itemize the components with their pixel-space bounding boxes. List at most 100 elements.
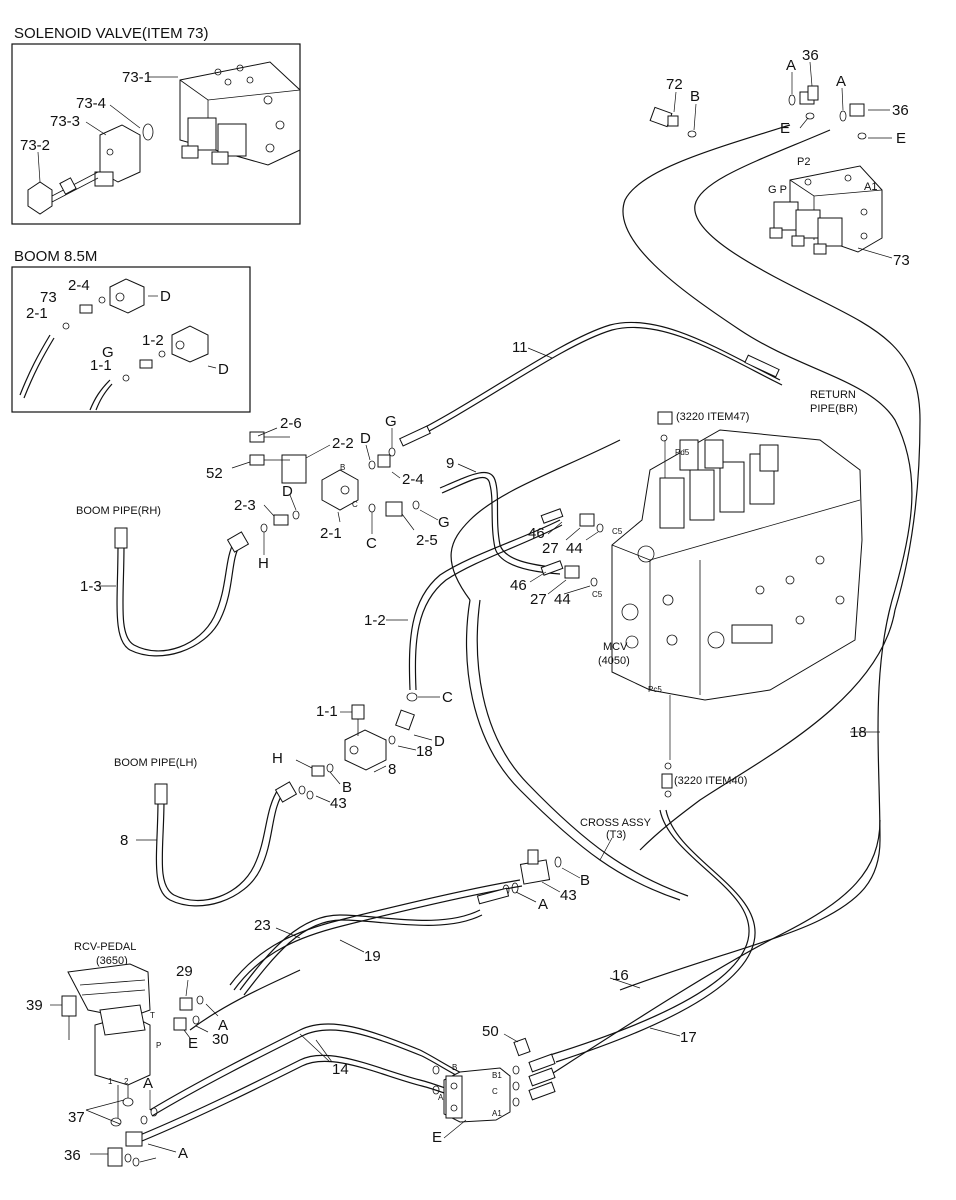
callout-8-lower: 8 bbox=[120, 832, 128, 849]
port-p-pedal: P bbox=[156, 1041, 161, 1050]
callout-9: 9 bbox=[446, 455, 454, 472]
port-b-block21: B bbox=[340, 463, 345, 472]
ref-3220-item47: (3220 ITEM47) bbox=[676, 411, 749, 423]
top-fittings: 72 B A 36 A 36 E E bbox=[649, 47, 909, 147]
port-pc5: Pc5 bbox=[648, 685, 662, 694]
port-a1-block6: A1 bbox=[492, 1109, 502, 1118]
hose-routing bbox=[116, 124, 921, 1142]
block-6: B A B1 C A1 E bbox=[432, 1053, 556, 1146]
port-gp: G P bbox=[768, 184, 787, 196]
callout-36-top-left: 36 bbox=[802, 47, 819, 64]
callout-d-2-2: D bbox=[360, 430, 371, 447]
callout-d-1-2: B bbox=[342, 779, 352, 796]
callout-23: 23 bbox=[254, 917, 271, 934]
callout-27-upper: 27 bbox=[542, 540, 559, 557]
callout-b-cross: B bbox=[580, 872, 590, 889]
callout-1-1-main: 8 bbox=[388, 761, 396, 778]
callout-2-1-main: 2-1 bbox=[320, 525, 342, 542]
port-b1-block6: B1 bbox=[492, 1071, 502, 1080]
callout-36-bottom: A bbox=[178, 1145, 188, 1162]
port-c-block6: C bbox=[492, 1087, 498, 1096]
callout-e-pedal: E bbox=[188, 1035, 198, 1052]
callout-a-cross: A bbox=[538, 896, 548, 913]
mcv-control-valve: Pd5 C5 C5 Pc5 MCV (4050) bbox=[592, 429, 863, 701]
mcv-references: (3220 ITEM47) (3220 ITEM40) bbox=[657, 411, 749, 798]
solenoid-inset-title: SOLENOID VALVE(ITEM 73) bbox=[14, 25, 209, 42]
callout-44-upper: 44 bbox=[566, 540, 583, 557]
callout-50: 50 bbox=[482, 1023, 499, 1040]
callout-1-3: D bbox=[434, 733, 445, 750]
port-b-block6: B bbox=[452, 1063, 457, 1072]
callout-b-top: B bbox=[690, 88, 700, 105]
callout-46-upper: 46 bbox=[528, 525, 545, 542]
callout-e-top-left: E bbox=[780, 120, 790, 137]
callout-73-4: 73-4 bbox=[76, 95, 106, 112]
callout-47: 1-1 bbox=[316, 703, 338, 720]
callout-2-2: 2-2 bbox=[332, 435, 354, 452]
ref-3220-item40: (3220 ITEM40) bbox=[674, 775, 747, 787]
boom-pipe-rh-label: BOOM PIPE(RH) bbox=[76, 505, 161, 517]
mcv-label: MCV bbox=[603, 641, 628, 653]
callout-c-2-5: C bbox=[366, 535, 377, 552]
cross-assy-number: (T3) bbox=[606, 829, 626, 841]
rcv-pedal-label: RCV-PEDAL bbox=[74, 941, 136, 953]
callout-16: 16 bbox=[612, 967, 629, 984]
cross-assy-43: CROSS ASSY (T3) B 43 A bbox=[476, 817, 652, 913]
callout-d-2-3: D bbox=[282, 483, 293, 500]
callout-37: 36 bbox=[64, 1147, 81, 1164]
port-2-pedal: 2 bbox=[124, 1077, 129, 1086]
callout-10: 1-2 bbox=[364, 612, 386, 629]
callout-73-1: 73-1 bbox=[122, 69, 152, 86]
callout-h-upper: H bbox=[258, 555, 269, 572]
mcv-number: (4050) bbox=[598, 655, 630, 667]
block-1-1-assembly: C 1-1 D H 18 8 B 43 bbox=[272, 689, 453, 812]
callout-27-lower: 27 bbox=[530, 591, 547, 608]
port-a-block6: A bbox=[438, 1093, 444, 1102]
solenoid-valve-inset: SOLENOID VALVE(ITEM 73) 73-1 73-4 73-3 7… bbox=[11, 25, 301, 225]
callout-43: 43 bbox=[560, 887, 577, 904]
callouts-23-19: 23 19 bbox=[254, 917, 381, 965]
callouts-16-17-50: 16 17 50 bbox=[482, 967, 697, 1057]
bottom-left-fittings: A 37 36 A bbox=[64, 1075, 188, 1167]
boom-pipe-lh-label: BOOM PIPE(LH) bbox=[114, 757, 197, 769]
return-pipe-label-1: RETURN bbox=[810, 389, 856, 401]
callout-e-top-right: E bbox=[896, 130, 906, 147]
hose-callouts: 11 RETURN PIPE(BR) 9 1-2 18 bbox=[364, 339, 880, 741]
callout-36-top-right: 36 bbox=[892, 102, 909, 119]
rcv-pedal-3650: RCV-PEDAL (3650) 39 T P 1 2 29 A 30 E bbox=[26, 941, 229, 1127]
callout-14-group: 14 bbox=[299, 1033, 349, 1078]
callout-2-4-main: 2-4 bbox=[402, 471, 424, 488]
callout-1-2-main: H bbox=[272, 750, 283, 767]
callout-g-1-3: C bbox=[442, 689, 453, 706]
port-c5-lower: C5 bbox=[592, 590, 603, 599]
callout-boom-1-2: G bbox=[102, 344, 114, 361]
callout-72: 72 bbox=[666, 76, 683, 93]
solenoid-valve-73: P2 G P A1 73 bbox=[768, 156, 910, 269]
callout-e-bottom: 37 bbox=[68, 1109, 85, 1126]
callout-73-3: 73-3 bbox=[50, 113, 80, 130]
callout-2-5: 2-5 bbox=[416, 532, 438, 549]
callout-boom-1-1: D bbox=[218, 361, 229, 378]
callout-g-2-2: G bbox=[385, 413, 397, 430]
callout-g-2-5: G bbox=[438, 514, 450, 531]
callout-boom-d-lower: 1-2 bbox=[142, 332, 164, 349]
boom-inset-title: BOOM 8.5M bbox=[14, 248, 97, 265]
port-c-block21: C bbox=[352, 500, 358, 509]
callout-11: 11 bbox=[512, 339, 528, 356]
callout-39: 39 bbox=[26, 997, 43, 1014]
callout-52: 52 bbox=[206, 465, 223, 482]
return-pipe-label-2: PIPE(BR) bbox=[810, 403, 858, 415]
port-pd5: Pd5 bbox=[675, 448, 690, 457]
block-2-1-assembly: B C 2-6 2-2 D G 52 2-4 2-3 D 2-1 C 2-5 G… bbox=[206, 413, 450, 572]
fittings-46-27-44: 46 27 44 46 27 44 bbox=[510, 508, 604, 608]
callout-29: 29 bbox=[176, 963, 193, 980]
callout-73: 73 bbox=[893, 252, 910, 269]
callout-boom-2-4: 73 bbox=[40, 289, 57, 306]
callout-h-lower: 43 bbox=[330, 795, 347, 812]
callout-2-3: 2-3 bbox=[234, 497, 256, 514]
cross-assy-label: CROSS ASSY bbox=[580, 817, 652, 829]
port-p2: P2 bbox=[797, 156, 810, 168]
callout-17: 17 bbox=[680, 1029, 697, 1046]
callout-46-lower: 46 bbox=[510, 577, 527, 594]
